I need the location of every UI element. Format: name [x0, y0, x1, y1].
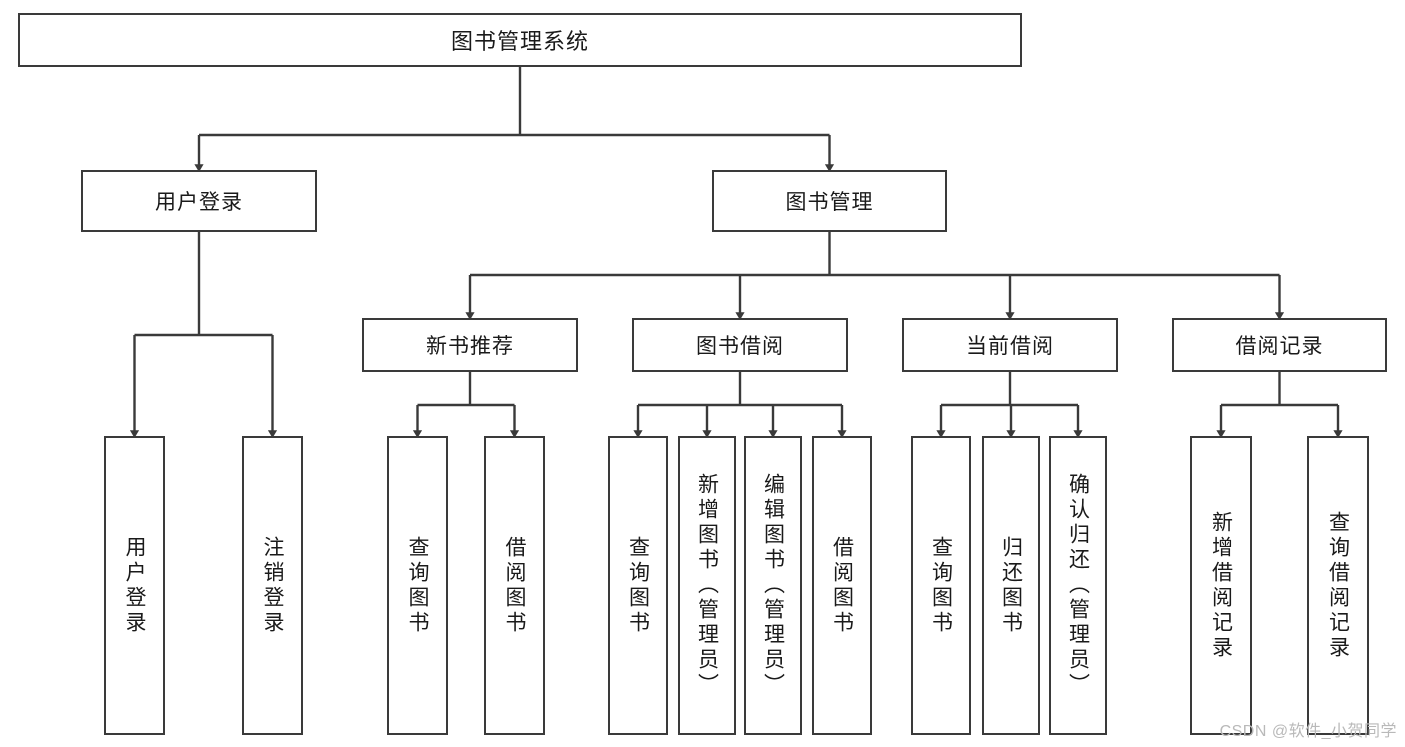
- node-leaf_br_query[interactable]: 查询借阅记录: [1307, 436, 1369, 735]
- node-label: 查询图书: [929, 535, 953, 636]
- node-book_borrow[interactable]: 图书借阅: [632, 318, 848, 372]
- node-root[interactable]: 图书管理系统: [18, 13, 1022, 67]
- node-leaf_cb_return[interactable]: 归还图书: [982, 436, 1040, 735]
- node-user_login[interactable]: 用户登录: [81, 170, 317, 232]
- node-current_borrow[interactable]: 当前借阅: [902, 318, 1118, 372]
- node-label: 新书推荐: [426, 335, 514, 358]
- node-leaf_bb_borrow[interactable]: 借阅图书: [812, 436, 872, 735]
- node-leaf_bb_add[interactable]: 新增图书（管理员）: [678, 436, 736, 735]
- node-leaf_bb_edit[interactable]: 编辑图书（管理员）: [744, 436, 802, 735]
- node-label: 注销登录: [261, 535, 284, 636]
- node-leaf_bb_query[interactable]: 查询图书: [608, 436, 668, 735]
- node-label: 用户登录: [123, 535, 146, 636]
- node-label: 借阅图书: [503, 535, 526, 636]
- node-leaf_nb_borrow[interactable]: 借阅图书: [484, 436, 545, 735]
- node-label: 查询图书: [626, 535, 650, 636]
- node-leaf_br_add[interactable]: 新增借阅记录: [1190, 436, 1252, 735]
- node-label: 用户登录: [155, 191, 243, 214]
- node-label: 图书借阅: [696, 335, 784, 358]
- node-label: 归还图书: [999, 535, 1023, 636]
- node-leaf_nb_query[interactable]: 查询图书: [387, 436, 448, 735]
- node-new_book_rec[interactable]: 新书推荐: [362, 318, 578, 372]
- node-label: 确认归还（管理员）: [1066, 473, 1090, 698]
- node-leaf_user_logout[interactable]: 注销登录: [242, 436, 303, 735]
- node-label: 借阅记录: [1235, 335, 1324, 358]
- node-label: 编辑图书（管理员）: [761, 473, 785, 698]
- node-leaf_cb_confirm[interactable]: 确认归还（管理员）: [1049, 436, 1107, 735]
- node-leaf_user_login[interactable]: 用户登录: [104, 436, 165, 735]
- node-label: 查询借阅记录: [1326, 510, 1350, 661]
- node-book_manage[interactable]: 图书管理: [712, 170, 947, 232]
- node-label: 当前借阅: [966, 335, 1054, 358]
- node-label: 借阅图书: [830, 535, 854, 636]
- node-leaf_cb_query[interactable]: 查询图书: [911, 436, 971, 735]
- node-label: 图书管理: [785, 191, 874, 214]
- node-label: 新增图书（管理员）: [695, 473, 719, 698]
- node-label: 新增借阅记录: [1209, 510, 1233, 661]
- node-borrow_record[interactable]: 借阅记录: [1172, 318, 1387, 372]
- node-label: 查询图书: [406, 535, 429, 636]
- node-label: 图书管理系统: [450, 29, 589, 54]
- watermark-label: CSDN @软件_小贺同学: [1219, 723, 1397, 740]
